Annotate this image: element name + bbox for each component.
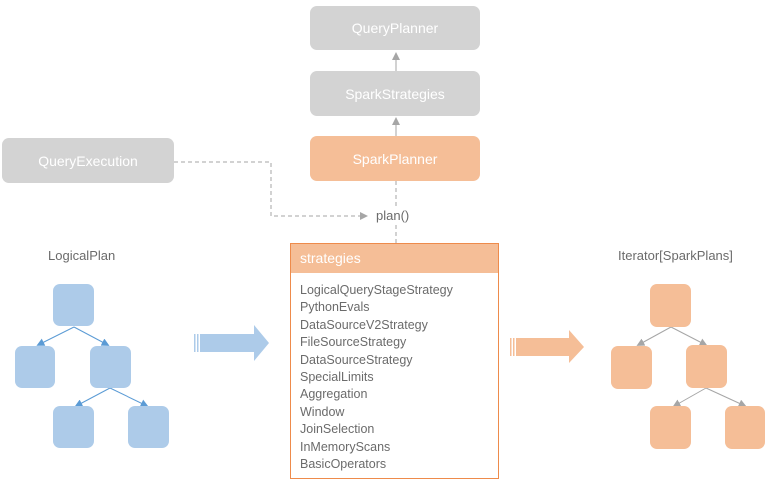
strategy-item: FileSourceStrategy [300,335,407,350]
spark-strategies-box: SparkStrategies [310,71,480,116]
dashed-query-execution-to-plan [174,161,368,220]
strategies-list: LogicalQueryStageStrategy PythonEvals Da… [291,273,498,473]
tree-node [650,406,691,449]
strategy-item: JoinSelection [300,422,375,437]
blue-edge [73,326,110,346]
tree-node [53,284,94,326]
strategy-item: Window [300,404,345,419]
tree-node [128,406,169,448]
tree-node [650,284,691,327]
plan-method-label: plan() [376,208,410,223]
strategies-box: strategies LogicalQueryStageStrategy Pyt… [290,243,499,479]
spark-planner-box: SparkPlanner [310,136,480,181]
query-execution-label: QueryExecution [38,152,138,169]
strategy-item: Aggregation [300,387,368,402]
strategy-item: InMemoryScans [300,439,391,454]
strategy-item: DataSourceStrategy [300,352,413,367]
gray-edge [705,387,747,407]
tree-node [611,346,652,389]
gray-edge [636,326,672,346]
query-planner-box: QueryPlanner [310,6,480,50]
query-planner-label: QueryPlanner [351,20,439,36]
strategy-item: LogicalQueryStageStrategy [300,283,453,297]
blue-edge [74,387,111,407]
tree-node [15,346,55,388]
blue-edge [36,326,75,346]
gray-edge [672,387,707,407]
logical-plan-label: LogicalPlan [48,248,116,263]
query-execution-box: QueryExecution [2,138,174,183]
blue-transform-arrow [194,325,269,361]
iterator-spark-plans-label: Iterator[SparkPlans] [618,248,733,263]
tree-node [725,406,765,449]
strategy-item: BasicOperators [300,457,387,472]
tree-node [53,406,94,448]
tree-node [90,346,131,388]
orange-transform-arrow [510,330,584,363]
spark-planner-label: SparkPlanner [352,150,438,167]
strategy-item: PythonEvals [300,300,370,315]
strategy-item: DataSourceV2Strategy [300,317,428,332]
gray-edge [670,326,708,346]
strategy-item: SpecialLimits [300,370,374,385]
strategies-header: strategies [291,244,498,273]
tree-node [686,345,727,388]
blue-edge [109,387,149,407]
spark-strategies-label: SparkStrategies [345,85,445,102]
